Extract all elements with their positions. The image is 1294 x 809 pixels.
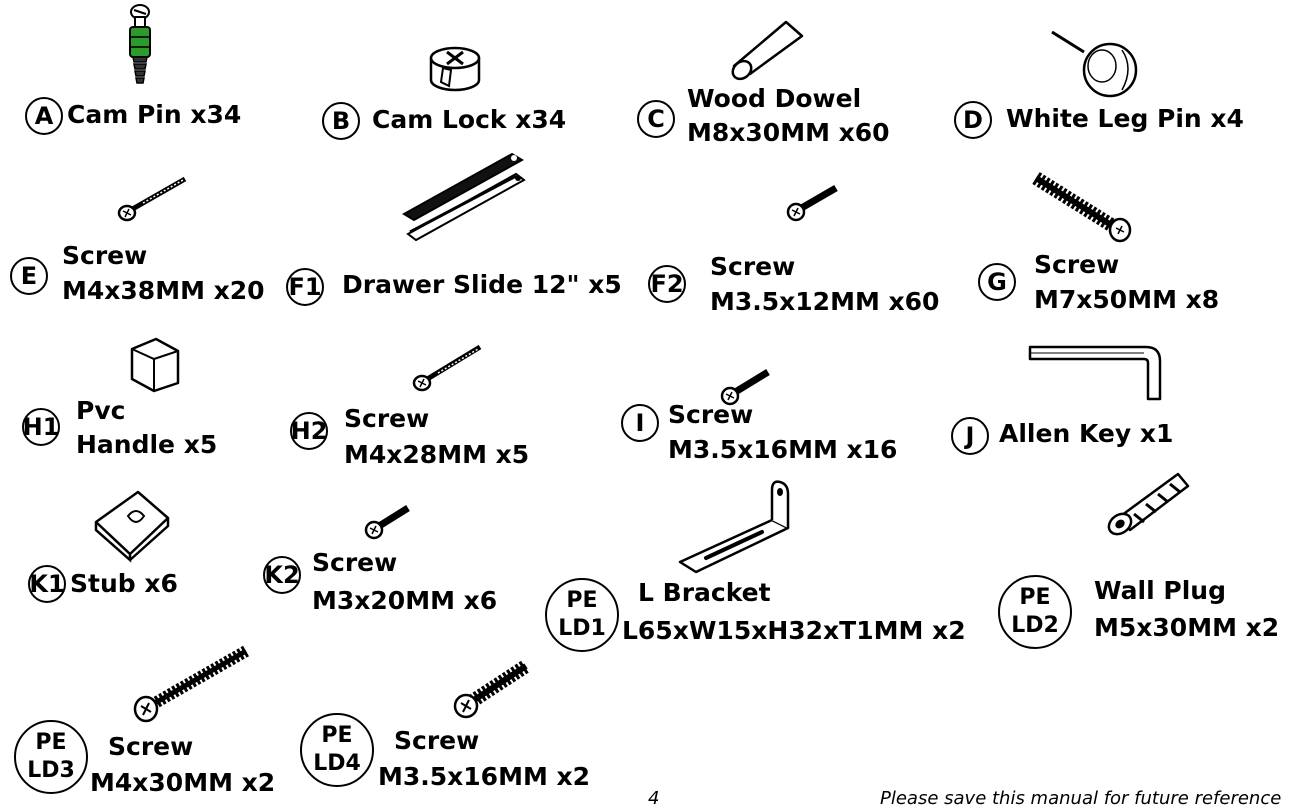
part-label: M3.5x16MM x16 [668,435,898,464]
screw-icon [720,369,770,406]
part-badge: D [954,101,992,139]
part-label: Screw [1034,250,1120,279]
screw-icon [786,184,838,222]
part-badge: PE LD4 [300,713,374,787]
part-label: White Leg Pin x4 [1006,104,1244,133]
part-badge: PE LD3 [14,720,88,794]
part-label: Wood Dowel [687,84,862,113]
part-badge: H1 [22,408,60,446]
l-bracket-icon [678,480,790,574]
part-label: L65xW15xH32xT1MM x2 [622,616,966,645]
part-label: M3.5x12MM x60 [710,287,940,316]
drawer-slide-icon [402,152,526,242]
part-label: Screw [710,252,796,281]
part-label: Screw [312,548,398,577]
part-badge: C [637,100,675,138]
part-label: Screw [108,732,194,761]
part-label: M7x50MM x8 [1034,285,1220,314]
screw-icon [133,645,249,723]
part-label: L Bracket [638,578,771,607]
stub-icon [94,490,170,563]
screw-icon [1032,172,1132,243]
badge-bottom: LD3 [27,758,75,783]
footer-note: Please save this manual for future refer… [880,788,1282,809]
wall-plug-icon [1107,472,1190,536]
part-label: Drawer Slide 12" x5 [342,270,622,299]
part-label: M8x30MM x60 [687,118,890,147]
allen-key-icon [1028,345,1162,401]
part-label: M3.5x16MM x2 [378,762,591,791]
part-label: M4x28MM x5 [344,440,530,469]
badge-top: PE [321,723,353,748]
part-badge: F2 [648,265,686,303]
part-badge: G [978,263,1016,301]
part-label: Pvc [76,396,126,425]
part-badge: I [621,404,659,442]
part-badge: PE LD1 [545,578,619,652]
part-badge: E [10,257,48,295]
part-label: Screw [344,404,430,433]
part-label: Cam Lock x34 [372,105,567,134]
part-label: Allen Key x1 [999,419,1174,448]
screw-icon [117,176,187,222]
badge-bottom: LD2 [1011,613,1059,638]
part-label: Handle x5 [76,430,218,459]
part-badge: K1 [28,565,66,603]
part-label: Wall Plug [1094,576,1226,605]
handle-icon [130,337,180,393]
part-badge: K2 [263,556,301,594]
part-label: Screw [394,726,480,755]
screw-icon [364,505,410,540]
page-number: 4 [648,788,660,809]
badge-bottom: LD1 [558,616,606,641]
part-label: M3x20MM x6 [312,586,498,615]
screw-icon [412,344,482,392]
part-badge: A [25,97,63,135]
cam-pin-icon [129,4,151,84]
part-label: Stub x6 [70,569,178,598]
part-badge: H2 [290,412,328,450]
cam-lock-icon [429,46,481,92]
badge-top: PE [1019,585,1051,610]
part-label: M4x38MM x20 [62,276,265,305]
wood-dowel-icon [731,20,804,81]
screw-icon [453,660,530,719]
part-badge: F1 [286,268,324,306]
part-label: M4x30MM x2 [90,768,276,797]
badge-top: PE [35,730,67,755]
part-label: Screw [62,241,148,270]
part-badge: PE LD2 [998,575,1072,649]
part-label: M5x30MM x2 [1094,613,1280,642]
part-badge: J [951,417,989,455]
part-label: Cam Pin x34 [67,100,242,129]
part-badge: B [322,102,360,140]
leg-pin-icon [1051,30,1138,98]
badge-bottom: LD4 [313,751,361,776]
part-label: Screw [668,400,754,429]
badge-top: PE [566,588,598,613]
